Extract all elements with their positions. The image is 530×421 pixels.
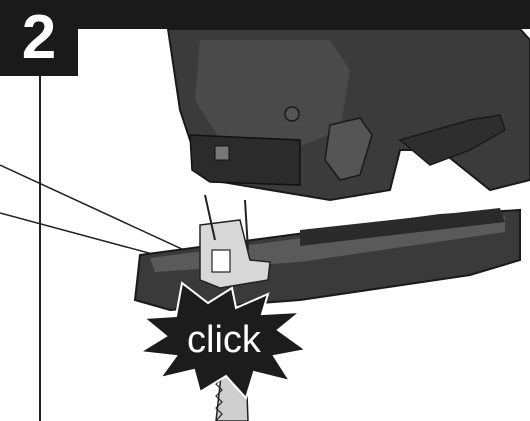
tool-body-highlight [195, 40, 350, 150]
click-label: click [187, 319, 262, 361]
starburst-callout [136, 281, 309, 400]
housing-button [214, 145, 230, 161]
base-slot [300, 208, 505, 246]
body-screw [284, 106, 300, 122]
handle-grip [398, 114, 506, 166]
clamp-rods [204, 194, 249, 251]
step-number-badge: 2 [0, 0, 78, 76]
pointer-line-1 [0, 164, 211, 263]
step-number: 2 [21, 3, 57, 72]
header-bar [0, 0, 530, 29]
clamp-lever [211, 249, 231, 273]
lower-housing [189, 134, 301, 186]
trigger-switch [324, 117, 373, 181]
